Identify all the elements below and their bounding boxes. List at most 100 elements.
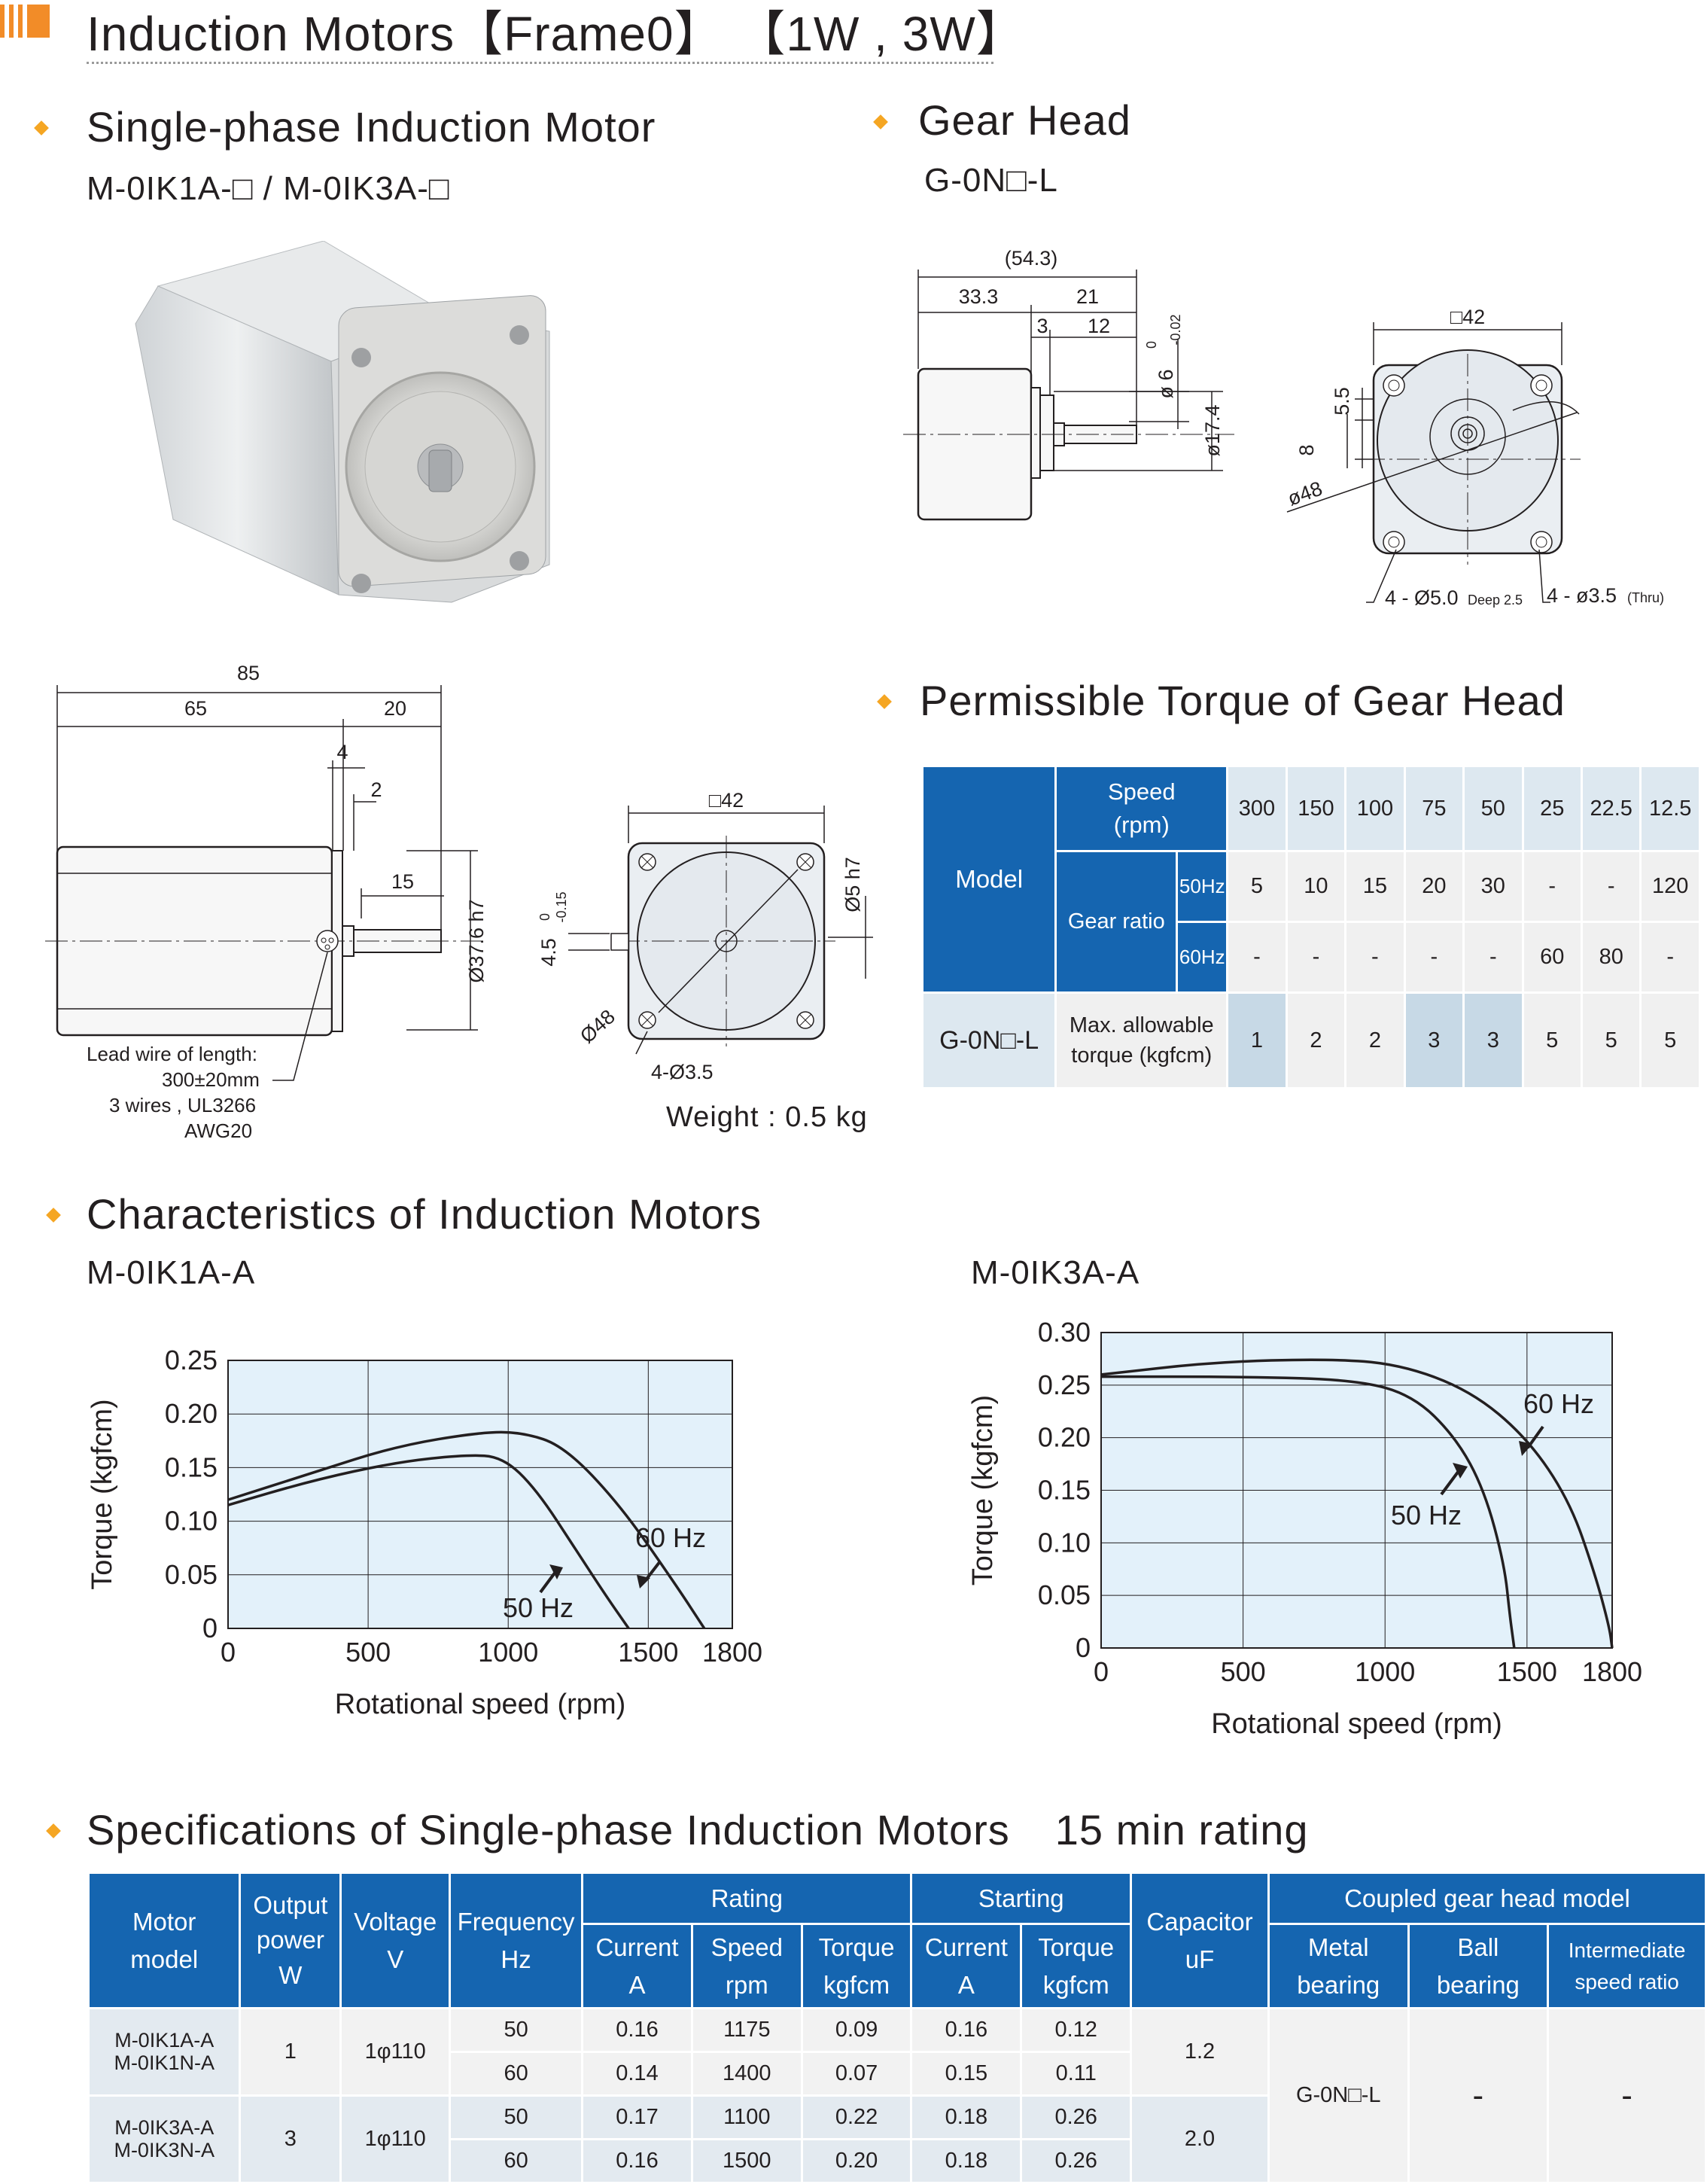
series-line-60-hz	[227, 1430, 706, 1629]
gear-front-dim-48: ø48	[1285, 477, 1325, 510]
ratio-cell: 20	[1403, 850, 1465, 923]
row-scur: 0.18	[910, 2138, 1023, 2184]
motor-photo	[135, 241, 550, 603]
row-trq: 0.20	[800, 2138, 913, 2184]
x-tick-label: 1000	[478, 1637, 538, 1668]
gear-dim-12: 12	[1088, 315, 1110, 337]
gear-front-holes-2: 4 - ø3.5	[1547, 584, 1617, 607]
front-dim-42: □42	[709, 789, 744, 812]
row-strq: 0.26	[1020, 2138, 1133, 2184]
row-trq: 0.22	[800, 2094, 913, 2140]
row-gear-model: G-0N□-L	[1267, 2007, 1410, 2184]
row-trq: 0.09	[800, 2007, 913, 2053]
row-spd: 1500	[690, 2138, 803, 2184]
th-starting: Starting	[910, 1872, 1133, 1925]
gear-dim-6-tol: 0	[1144, 341, 1159, 349]
row-voltage: 1φ110	[339, 2094, 452, 2184]
torque-cell: 3	[1403, 991, 1465, 1089]
page-title: Induction Motors【Frame0】 【1W , 3W】	[87, 7, 1025, 61]
y-tick-label: 0	[202, 1613, 218, 1643]
dim-65: 65	[184, 697, 207, 720]
speed-cell: 100	[1344, 765, 1406, 852]
speed-cell: 300	[1226, 765, 1288, 852]
y-tick-label: 0.25	[165, 1345, 218, 1375]
row-power: 1	[239, 2007, 342, 2097]
front-holes: 4-Ø3.5	[651, 1061, 714, 1083]
x-axis-label: Rotational speed (rpm)	[335, 1689, 626, 1720]
y-tick-label: 0.25	[1038, 1369, 1091, 1400]
lead-wire-label: Lead wire of length: 300±20mm 3 wires , …	[87, 1043, 260, 1142]
x-tick-label: 500	[345, 1637, 391, 1668]
series-arrow-head	[637, 1575, 650, 1589]
row-spd: 1175	[690, 2007, 803, 2053]
series-arrow-head	[1453, 1463, 1468, 1479]
chart2-title: M-0IK3A-A	[971, 1254, 1140, 1291]
section-bullet	[877, 694, 892, 709]
x-tick-label: 0	[221, 1637, 236, 1668]
torque-cell: 3	[1462, 991, 1524, 1089]
torque-cell: 1	[1226, 991, 1288, 1089]
th-gear-ratio: Gear ratio	[1054, 850, 1179, 994]
ratio-cell: -	[1639, 921, 1701, 994]
row-freq: 60	[449, 2138, 584, 2184]
ratio-cell: -	[1344, 921, 1406, 994]
ratio-cell: 120	[1639, 850, 1701, 923]
y-tick-label: 0.30	[1038, 1317, 1091, 1348]
x-tick-label: 1500	[618, 1637, 678, 1668]
plot-area	[227, 1360, 733, 1629]
speed-cell: 25	[1521, 765, 1583, 852]
torque-cell: 2	[1344, 991, 1406, 1089]
gear-section-title: Gear Head	[918, 96, 1131, 144]
front-dim-5h7: Ø5 h7	[841, 857, 864, 912]
gear-model: G-0N□-L	[924, 162, 1058, 199]
series-label: 60 Hz	[635, 1522, 706, 1553]
ratio-cell: -	[1403, 921, 1465, 994]
section-bullet	[34, 120, 49, 136]
dim-4: 4	[336, 741, 348, 763]
row-ball: -	[1407, 2007, 1550, 2184]
series-arrow	[1440, 1470, 1460, 1496]
x-tick-label: 1800	[702, 1637, 762, 1668]
x-tick-label: 1800	[1582, 1656, 1642, 1687]
section-bullet	[873, 114, 888, 129]
gear-front-holes-1-sub: Deep 2.5	[1468, 592, 1523, 608]
gear-dim-33-3: 33.3	[959, 285, 999, 308]
row-voltage: 1φ110	[339, 2007, 452, 2097]
title-underline	[87, 62, 993, 64]
ratio-cell: 15	[1344, 850, 1406, 923]
speed-cell: 75	[1403, 765, 1465, 852]
gear-dim-54-3: (54.3)	[1005, 247, 1058, 270]
row-freq: 60	[449, 2051, 584, 2097]
row-trq: 0.07	[800, 2051, 913, 2097]
y-tick-label: 0	[1076, 1632, 1091, 1663]
x-tick-label: 1500	[1497, 1656, 1557, 1687]
row-strq: 0.11	[1020, 2051, 1133, 2097]
row-power: 3	[239, 2094, 342, 2184]
dim-85: 85	[237, 663, 260, 684]
row-capacitor: 2.0	[1130, 2094, 1270, 2184]
x-tick-label: 500	[1221, 1656, 1266, 1687]
series-label: 50 Hz	[1391, 1500, 1462, 1531]
th-model: Model	[920, 765, 1057, 994]
gear-side-drawing: (54.3) 33.3 21 3 12 ø 6 0 -0.02 ø17.4	[903, 247, 1234, 521]
torque-cell: 2	[1285, 991, 1347, 1089]
y-tick-label: 0.05	[1038, 1579, 1091, 1610]
x-tick-label: 1000	[1355, 1656, 1415, 1687]
chart1-title: M-0IK1A-A	[87, 1254, 256, 1291]
front-tol-0: 0	[537, 913, 552, 921]
series-label: 50 Hz	[503, 1592, 574, 1623]
spec-section-title: Specifications of Single-phase Induction…	[87, 1806, 1309, 1854]
x-tick-label: 0	[1094, 1656, 1109, 1687]
ratio-cell: -	[1521, 850, 1583, 923]
ratio-cell: -	[1226, 921, 1288, 994]
